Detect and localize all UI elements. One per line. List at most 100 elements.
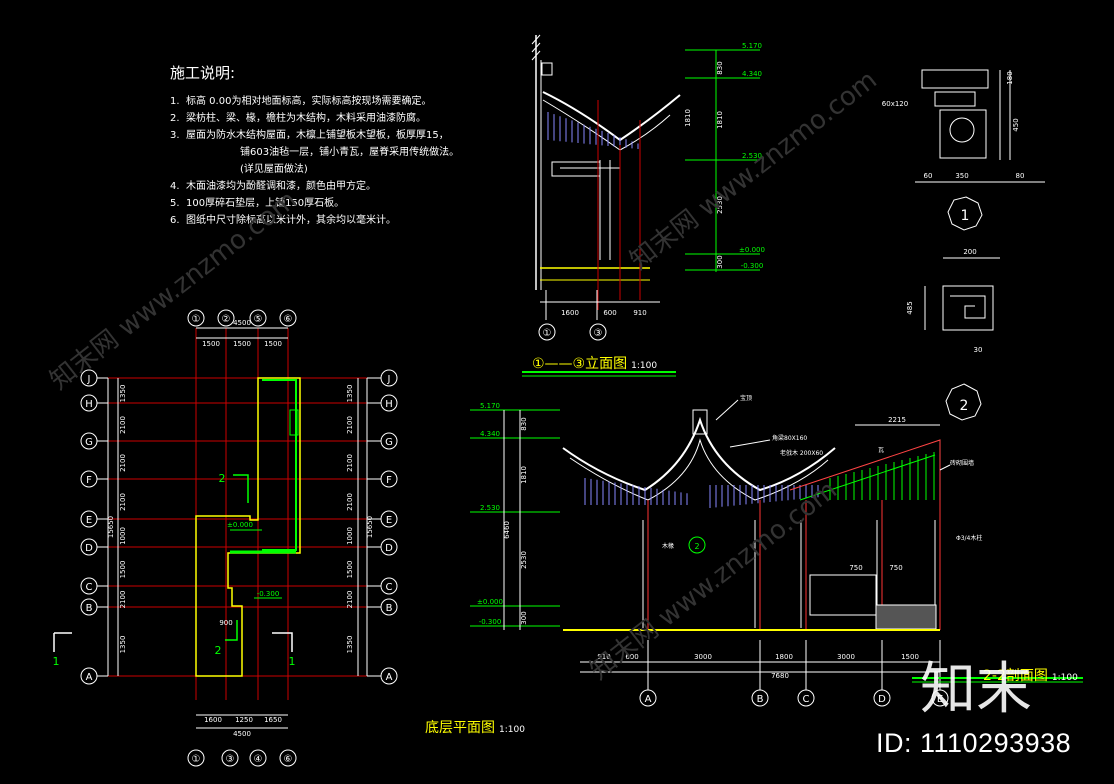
axis-label: A [386,672,393,683]
level-label: 2.530 [742,152,762,160]
section-cut-mark [233,474,249,503]
axis-label: ④ [254,754,263,765]
dim-label: 830 [716,61,724,74]
annotation-label: 瓦 [878,447,884,454]
watermark-logo: 知末 [920,657,1032,722]
dim-label: 15650 [366,516,374,538]
axis-label: B [757,694,764,705]
dim-label: 1810 [520,466,528,484]
note-number: 1. [170,96,180,107]
dim-label: 1500 [233,340,251,348]
detail-1-mid [934,91,976,107]
dim-label: 1000 [346,527,354,545]
dim-label: 1650 [264,716,282,724]
axis-label: E [86,515,92,526]
detail-1-marker [947,196,983,231]
dim-label: 2215 [888,416,906,424]
note-text: 梁枋柱、梁、椽，檐柱为木结构，木料采用油漆防腐。 [186,113,426,124]
axis-label: ① [192,754,201,765]
axis-bubble [187,749,205,767]
axis-label: ⑥ [284,754,293,765]
dim-label: 350 [955,172,968,180]
axis-label: J [387,374,391,385]
dim-label: 1350 [346,636,354,654]
section-mark-label: 2 [219,472,226,485]
axis-bubble [279,309,297,327]
note-number: 4. [170,181,180,192]
axis-label: ① [192,314,201,325]
annotation-label: 木椽 [662,542,674,550]
axis-label: H [385,399,393,410]
dim-label: 1500 [901,653,919,661]
elevation-label: ±0.000 [227,521,253,529]
dim-label: 830 [520,417,528,430]
section-mark-label: 2 [215,644,222,657]
dim-label: 60x120 [882,100,908,108]
note-number: 6. [170,215,180,226]
hatch [531,34,541,61]
roof-curve [542,99,671,151]
axis-label: H [85,399,93,410]
dim-label: 2100 [346,454,354,472]
axis-label: B [86,603,93,614]
watermark-id: ID: 1110293938 [876,728,1072,758]
detail-1-bracket [939,109,987,159]
dim-label: 2100 [119,454,127,472]
level-label: 4.340 [480,430,500,438]
dim-label: 1500 [264,340,282,348]
dim-label: 2100 [119,416,127,434]
detail-1-rosette [949,117,975,143]
detail-callout-label: 2 [694,542,699,551]
construction-notes: 施工说明: 1.标高 0.00为相对地面标高，实际标高按现场需要确定。2.梁枋柱… [170,62,459,229]
note-item: 2. 梁枋柱、梁、椽，檐柱为木结构，木料采用油漆防腐。 [170,110,459,127]
axis-bubble [217,309,235,327]
dim-label: 3000 [837,653,855,661]
dim-label: 2530 [716,196,724,214]
axis-label: G [85,437,93,448]
dim-label: 1600 [561,309,579,317]
dim-label: 200 [963,248,976,256]
axis-bubble [751,689,769,707]
dim-label: 1500 [346,561,354,579]
dim-label: 1800 [775,653,793,661]
dim-label: 180 [1006,71,1014,84]
dim-label: 1350 [119,385,127,403]
axis-bubble [589,323,607,341]
axis-label: C [803,694,810,705]
note-item: 5.100厚碎石垫层，上铺150厚石板。 [170,195,459,212]
dim-label: 1350 [119,636,127,654]
axis-label: F [86,475,92,486]
dim-label: 2530 [520,551,528,569]
dim-label: 4500 [233,319,251,327]
note-number: 3. [170,130,180,141]
axis-bubble [797,689,815,707]
dim-label: 2100 [346,493,354,511]
dim-label: 7680 [771,672,789,680]
dim-label: 60 [924,172,933,180]
dim-label: 750 [889,564,902,572]
axis-label: ② [222,314,231,325]
dim-label: 1000 [119,527,127,545]
axis-label: J [87,374,91,385]
axis-bubble [279,749,297,767]
roof-curve [562,416,836,492]
level-label: 5.170 [742,42,762,50]
axis-label: ⑥ [284,314,293,325]
axis-label: A [645,694,652,705]
roof-finial [692,409,708,435]
dim-label: 1350 [346,385,354,403]
dim-label: 450 [1012,118,1020,131]
dim-label: 2100 [346,591,354,609]
level-label: 4.340 [742,70,762,78]
note-number: 2. [170,113,180,124]
note-number: 5. [170,198,180,209]
dim-label: 1500 [119,561,127,579]
detail-callout [688,536,706,554]
dim-label: 300 [520,611,528,624]
dim-label: 15650 [107,516,115,538]
axis-bubble [639,689,657,707]
level-label: 5.170 [480,402,500,410]
annotation-label: 砖砌围墙 [950,459,974,467]
level-label: 2.530 [480,504,500,512]
